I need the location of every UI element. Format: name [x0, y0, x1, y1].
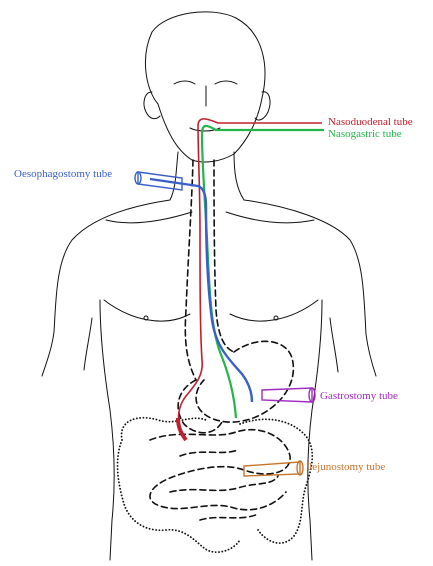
head-outline [145, 12, 265, 162]
nasoduodenal-label: Nasoduodenal tube [328, 116, 413, 128]
left-shoulder-arm [42, 200, 170, 376]
oesophagostomy-label: Oesophagostomy tube [14, 168, 112, 180]
left-pectoral [104, 300, 190, 321]
jejunostomy-label: Jejunostomy tube [308, 461, 385, 473]
large-intestine [118, 418, 313, 552]
left-inner-arm [84, 318, 92, 370]
neck-right [234, 152, 244, 200]
duodenum-loop [178, 380, 222, 433]
right-shoulder-arm [244, 200, 376, 376]
digestive-tract [118, 160, 313, 552]
right-inner-arm [330, 318, 338, 372]
gastrostomy-label: Gastrostomy tube [320, 390, 398, 402]
oesophagus-left-wall [185, 160, 196, 380]
left-clavicle [106, 212, 192, 223]
oesophagus-right-wall [214, 160, 234, 352]
stomach-outline [196, 341, 293, 422]
nasogastric-tube [202, 126, 324, 418]
left-ear [144, 92, 160, 119]
right-eye [215, 81, 237, 84]
left-torso [100, 300, 114, 560]
right-torso [308, 300, 322, 560]
right-clavicle [226, 212, 314, 223]
left-eye [174, 81, 195, 84]
nasoduodenal-tip [178, 418, 186, 440]
nasogastric-label: Nasogastric tube [328, 128, 402, 140]
